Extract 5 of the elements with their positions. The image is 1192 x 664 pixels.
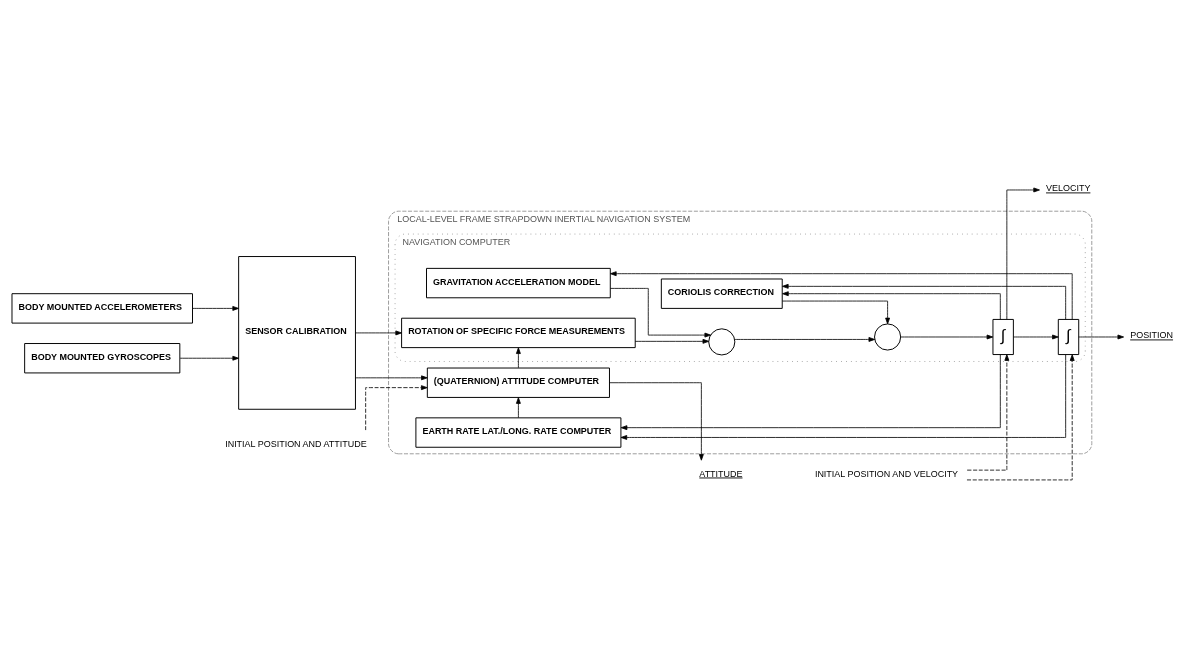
node-text: ATTITUDE	[699, 468, 743, 478]
node-text: INITIAL POSITION AND VELOCITY	[814, 468, 959, 479]
node-text: INITIAL POSITION AND ATTITUDE	[225, 438, 367, 449]
node-text: POSITION	[1130, 329, 1174, 340]
node-text: VELOCITY	[1046, 182, 1091, 193]
